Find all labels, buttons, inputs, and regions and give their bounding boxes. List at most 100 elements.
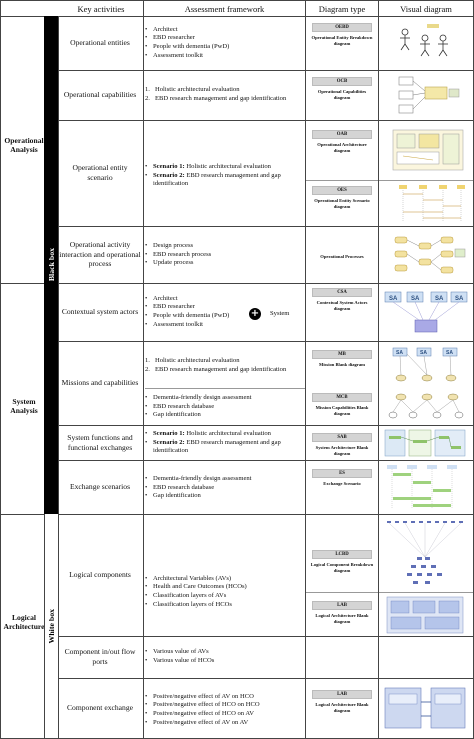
activity-contextual-system-actors: Contextual system actors [61, 307, 139, 317]
activity-operational-entity-scenario: Operational entity scenario [72, 163, 128, 182]
phase-system-analysis: System Analysis [10, 397, 38, 416]
framework-item: Dementia-friendly design assessment [145, 475, 303, 484]
diagram-es: ES Exchange Scenario [309, 469, 375, 487]
framework-item: EBD research management and gap identifi… [153, 438, 281, 455]
framework-item: EBD research database [145, 403, 303, 412]
thumbnail-oes [399, 185, 465, 222]
diagram-tag: OEBD [312, 23, 372, 32]
activity-missions-capabilities: Missions and capabilities [61, 378, 139, 388]
sa-label: SA [420, 350, 427, 356]
framework-operational-process: Design process EBD research process Upda… [145, 236, 303, 274]
diagram-name: Logical Component Breakdown diagram [310, 562, 374, 573]
framework-item: People with dementia (PwD) [145, 312, 245, 321]
diagram-tag: MCB [312, 393, 372, 402]
sa-label: SA [411, 296, 420, 302]
scenario-label: Scenario 1: [153, 163, 185, 171]
diagram-name: Mission Capabilities Blank diagram [315, 405, 369, 416]
system-label: System [270, 310, 290, 317]
diagram-name: Operational Architecture diagram [317, 142, 367, 153]
framework-item: Architectural Variables (AVs) [145, 575, 303, 584]
black-box-label: Black box [44, 16, 58, 514]
framework-item: Various value of AVs [145, 648, 303, 657]
diagram-tag: MB [312, 350, 372, 359]
diagram-csa: CSA Contextual System Actors diagram [309, 288, 375, 311]
thumbnail-es [387, 465, 457, 509]
framework-item: Positve/negative effect of HCO on AV [145, 710, 303, 719]
framework-system-functions: Scenario 1: Holistic architectural evalu… [145, 427, 303, 459]
thumbnail-csa: SA SA SA SA [384, 291, 468, 333]
diagram-oes: OES Operational Entity Scenario diagram [309, 186, 375, 209]
header-diagram-type: Diagram type [318, 4, 366, 14]
thumbnail-lcbd [387, 521, 463, 584]
diagram-name: Mission Blank diagram [319, 362, 365, 367]
diagram-name: Operational Processes [320, 254, 364, 259]
diagram-tag: OES [312, 186, 372, 195]
diagram-tag: LAB [312, 601, 372, 610]
framework-item: EBD research management and gap identifi… [155, 366, 287, 373]
framework-item: Design process [145, 242, 303, 251]
framework-operational-capabilities: 1.Holistic architectural evaluation 2.EB… [145, 86, 287, 102]
framework-operational-entity-scenario: Scenario 1: Holistic architectural evalu… [145, 156, 303, 196]
phase-logical-architecture: Logical Architecture [3, 613, 45, 632]
diagram-name: Operational Capabilities diagram [317, 89, 367, 100]
diagram-operational-processes: Operational Processes [309, 254, 375, 260]
framework-item: EBD research management and gap identifi… [153, 171, 281, 188]
thumbnail-oab [392, 129, 464, 171]
framework-item: Various value of HCOs [145, 657, 303, 666]
thumbnail-oebd [400, 24, 448, 57]
diagram-name: System Architecture Blank diagram [315, 445, 369, 456]
diagram-ocb: OCB Operational Capabilities diagram [309, 77, 375, 100]
diagram-mcb: MCB Mission Capabilities Blank diagram [309, 393, 375, 416]
diagram-tag: LAB [312, 690, 372, 699]
diagram-lab-2: LAB Logical Architecture Blank diagram [309, 690, 375, 713]
framework-item: Holistic architectural evaluation [184, 430, 271, 438]
framework-item: Architect [145, 295, 245, 304]
framework-item: Holistic architectural evaluation [155, 86, 240, 94]
framework-missions: 1.Holistic architectural evaluation 2.EB… [145, 357, 287, 373]
thumbnail-mcb [388, 393, 464, 419]
framework-item: Assessment toolkit [145, 52, 303, 61]
thumbnail-lab [386, 596, 464, 634]
activity-operational-capabilities: Operational capabilities [63, 90, 137, 100]
framework-item: Assessment toolkit [145, 321, 245, 330]
diagram-name: Logical Architecture Blank diagram [315, 702, 369, 713]
framework-item: Dementia-friendly design assessment [145, 394, 303, 403]
framework-item: Health and Care Outcomes (HCOs) [145, 583, 303, 592]
framework-item: Positve/negative effect of HCO on HCO [145, 701, 303, 710]
activity-operational-process: Operational activity interaction and ope… [59, 239, 141, 269]
framework-operational-entities: Architect EBD researcher People with dem… [145, 20, 303, 66]
sa-label: SA [396, 350, 403, 356]
activity-exchange-scenarios: Exchange scenarios [69, 482, 131, 492]
header-visual-diagram: Visual diagram [400, 4, 452, 14]
framework-item: Holistic architectural evaluation [184, 163, 271, 171]
diagram-name: Exchange Scenario [323, 481, 361, 486]
diagram-lcbd: LCBD Logical Component Breakdown diagram [309, 550, 375, 573]
framework-item: Gap identification [145, 492, 303, 501]
framework-component-ports: Various value of AVs Various value of HC… [145, 644, 303, 670]
framework-item: Classification layers of HCOs [145, 601, 303, 610]
phase-operational-analysis: Operational Analysis [4, 136, 44, 155]
diagram-tag: OAB [312, 130, 372, 139]
framework-item: Holistic architectural evaluation [155, 357, 240, 365]
framework-item: Update process [145, 259, 303, 268]
diagram-oebd: OEBD Operational Entity Breakdown diagra… [309, 23, 375, 46]
white-box-label: White box [44, 514, 58, 738]
thumbnail-ocb [398, 76, 460, 114]
diagram-tag: LCBD [312, 550, 372, 559]
framework-component-exchange: Positve/negative effect of AV on HCO Pos… [145, 688, 303, 732]
thumbnail-operational-process [394, 236, 466, 274]
diagram-name: Operational Entity Breakdown diagram [311, 35, 373, 46]
activity-operational-entities: Operational entities [70, 38, 130, 48]
diagram-sab: SAB System Architecture Blank diagram [309, 433, 375, 456]
scenario-label: Scenario 2: [153, 438, 185, 446]
sa-label: SA [455, 296, 464, 302]
framework-item: EBD research management and gap identifi… [155, 95, 287, 102]
framework-item: Classification layers of AVs [145, 592, 303, 601]
activity-component-ports: Component in/out flow ports [64, 647, 136, 666]
header-key-activities: Key activities [77, 4, 125, 14]
framework-item: EBD research process [145, 251, 303, 260]
activity-component-exchange: Component exchange [66, 703, 133, 713]
framework-item: Gap identification [145, 411, 303, 420]
framework-contextual-actors: Architect EBD researcher People with dem… [145, 289, 245, 335]
header-assessment-framework: Assessment framework [184, 4, 265, 14]
